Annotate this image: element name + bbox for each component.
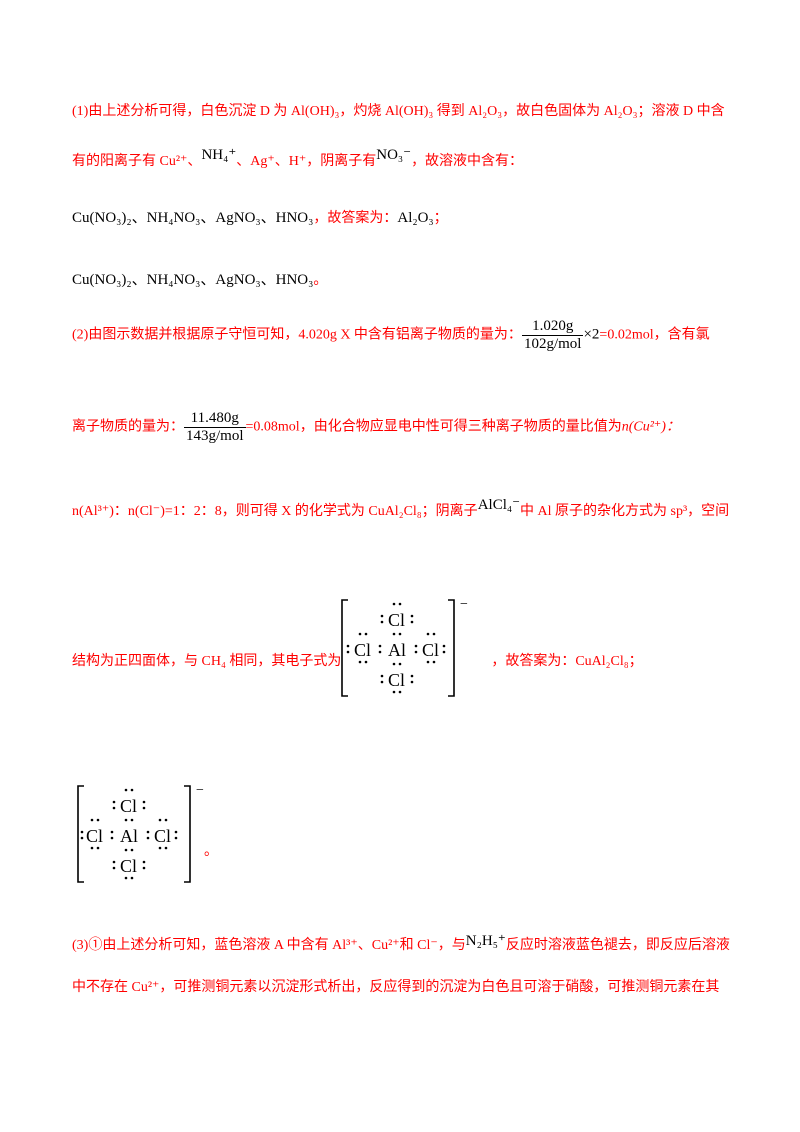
al2o3-formula: Al₂O₃ — [397, 210, 434, 226]
p1-line2-a: 有的阳离子有 Cu²⁺、 — [72, 154, 202, 169]
fraction-cl-denominator: 143g/mol — [186, 428, 244, 444]
formula-1: Cu(NO₃)₂、NH₄NO₃、AgNO₃、HNO₃ — [72, 210, 314, 226]
p1-line1: (1)由上述分析可得，白色沉淀 D 为 Al(OH)₃，灼烧 Al(OH)₃ 得… — [72, 104, 725, 119]
electron-dots-2 — [80, 788, 178, 880]
cl-top-2: Cl — [120, 796, 137, 816]
p1-line4: Cu(NO₃)₂、NH₄NO₃、AgNO₃、HNO₃。 — [72, 268, 327, 289]
cl-left: Cl — [354, 640, 371, 660]
p1-line3: Cu(NO₃)₂、NH₄NO₃、AgNO₃、HNO₃，故答案为：Al₂O₃； — [72, 206, 448, 227]
fraction-cl-numerator: 11.480g — [184, 410, 246, 428]
p2-line4: 结构为正四面体，与 CH₄ 相同，其电子式为 ，故答案为：CuAl₂Cl₈； — [72, 650, 643, 670]
p2-line4-b: ，故答案为：CuAl₂Cl₈； — [491, 654, 643, 669]
p2-line4-a: 结构为正四面体，与 CH₄ 相同，其电子式为 — [72, 654, 342, 669]
cl-bottom-2: Cl — [120, 856, 137, 876]
right-bracket — [448, 599, 455, 697]
p3-line1: (3)①由上述分析可知，蓝色溶液 A 中含有 Al³⁺、Cu²⁺和 Cl⁻，与N… — [72, 933, 730, 954]
period-1: 。 — [313, 273, 328, 288]
charge-sign: − — [460, 597, 468, 612]
period-2: 。 — [204, 844, 218, 859]
p1-line2-b: 、Ag⁺、H⁺，阴离子有 — [236, 154, 377, 169]
answer-label: ，故答案为： — [313, 211, 398, 226]
p2-line3-a: n(Al³⁺)：n(Cl⁻)=1：2：8，则可得 X 的化学式为 CuAl₂Cl… — [72, 504, 478, 519]
cl-right: Cl — [422, 640, 439, 660]
cl-left-2: Cl — [86, 826, 103, 846]
p2-line1: (2)由图示数据并根据原子守恒可知，4.020g X 中含有铝离子物质的量为：1… — [72, 318, 710, 353]
p3-line1-a: (3)①由上述分析可知，蓝色溶液 A 中含有 Al³⁺、Cu²⁺和 Cl⁻，与 — [72, 938, 466, 953]
al-center: Al — [388, 640, 406, 660]
p3-line2: 中不存在 Cu²⁺，可推测铜元素以沉淀形式析出，反应得到的沉淀为白色且可溶于硝酸… — [72, 980, 720, 995]
fraction-al-numerator: 1.020g — [521, 318, 584, 336]
times-two: ×2 — [583, 326, 600, 343]
semicolon: ； — [433, 211, 448, 226]
left-bracket — [341, 599, 348, 697]
p2-line3: n(Al³⁺)：n(Cl⁻)=1：2：8，则可得 X 的化学式为 CuAl₂Cl… — [72, 497, 730, 520]
p2-line2-c: n(Cu²⁺)： — [621, 419, 680, 435]
p2-line3-b: 中 Al 原子的杂化方式为 sp³，空间 — [520, 504, 730, 519]
p2-line2-b: =0.08mol，由化合物应显电中性可得三种离子物质的量比值为 — [245, 419, 622, 435]
n2h5-formula: N₂H₅⁺ — [465, 933, 506, 949]
p1-line2-c: ，故溶液中含有： — [411, 154, 524, 169]
cl-bottom: Cl — [388, 670, 405, 690]
left-bracket-2 — [77, 785, 84, 883]
alcl4-formula: AlCl₄⁻ — [477, 497, 521, 513]
p2-line1-b: =0.02mol，含有氯 — [599, 327, 710, 343]
formula-2: Cu(NO₃)₂、NH₄NO₃、AgNO₃、HNO₃ — [72, 272, 314, 288]
p2-line1-a: (2)由图示数据并根据原子守恒可知，4.020g X 中含有铝离子物质的量为： — [72, 327, 522, 343]
p1-line2: 有的阳离子有 Cu²⁺、NH₄⁺、Ag⁺、H⁺，阴离子有NO₃⁻，故溶液中含有： — [72, 147, 524, 170]
p3-line1-b: 反应时溶液蓝色褪去，即反应后溶液 — [505, 938, 730, 953]
lewis-structure-inline: − Cl Cl Al Cl Cl — [341, 597, 468, 697]
cl-right-2: Cl — [154, 826, 171, 846]
fraction-al-denominator: 102g/mol — [523, 336, 582, 352]
p2-line2-a: 离子物质的量为： — [72, 419, 184, 435]
cl-top: Cl — [388, 610, 405, 630]
no3-formula: NO₃⁻ — [376, 147, 412, 163]
right-bracket-2 — [184, 785, 191, 883]
charge-sign-2: − — [196, 783, 204, 798]
al-center-2: Al — [120, 826, 138, 846]
nh4-formula: NH₄⁺ — [201, 147, 237, 163]
lewis-structure-answer: − Cl Cl Al Cl Cl — [77, 783, 204, 883]
electron-dots — [346, 602, 446, 694]
